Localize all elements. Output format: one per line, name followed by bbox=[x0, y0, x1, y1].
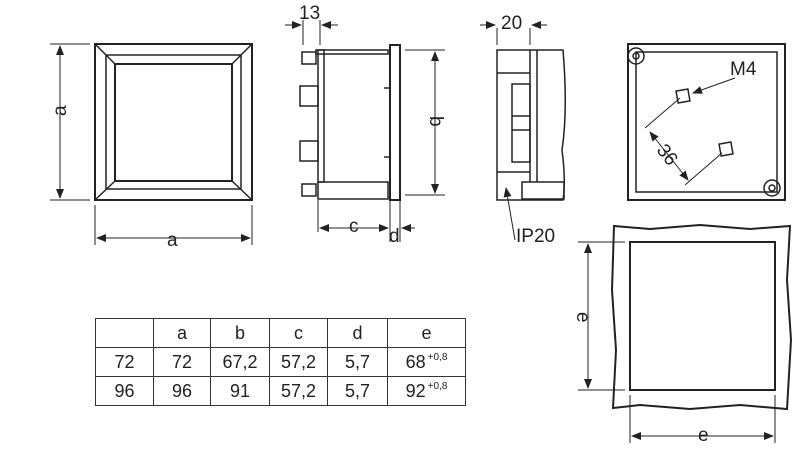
cell-e: 68+0,8 bbox=[387, 347, 466, 377]
dim-c-label: c bbox=[349, 216, 359, 237]
cell-size: 96 bbox=[95, 376, 154, 406]
dimensions-table: a b c d e 72 72 67,2 57,2 5,7 68+0,8 96 … bbox=[95, 318, 466, 406]
ip-rating-label: IP20 bbox=[516, 226, 555, 247]
m4-label: M4 bbox=[730, 59, 757, 80]
cover-view bbox=[480, 21, 567, 241]
dim-b-label: b bbox=[425, 116, 446, 127]
cell-a: 72 bbox=[153, 347, 211, 377]
table-row: 96 96 91 57,2 5,7 92+0,8 bbox=[95, 376, 466, 406]
side-view bbox=[285, 20, 445, 242]
dim-e-horizontal-label: e bbox=[698, 425, 709, 446]
header-cell: d bbox=[327, 318, 388, 348]
panel-cutout bbox=[578, 223, 793, 443]
header-cell: b bbox=[210, 318, 270, 348]
cell-d: 5,7 bbox=[327, 376, 388, 406]
dim-a-vertical-label: a bbox=[50, 105, 71, 116]
cell-c: 57,2 bbox=[269, 347, 328, 377]
dim-13-label: 13 bbox=[299, 3, 320, 24]
cell-a: 96 bbox=[153, 376, 211, 406]
back-view bbox=[627, 43, 786, 201]
dim-a-horizontal-label: a bbox=[167, 230, 178, 251]
table-row: 72 72 67,2 57,2 5,7 68+0,8 bbox=[95, 347, 466, 377]
dim-e-vertical-label: e bbox=[572, 312, 593, 323]
cell-e: 92+0,8 bbox=[387, 376, 466, 406]
e-tolerance: +0,8 bbox=[427, 351, 448, 363]
e-value: 68 bbox=[405, 351, 426, 372]
front-view bbox=[50, 43, 253, 245]
header-cell: e bbox=[387, 318, 466, 348]
cell-size: 72 bbox=[95, 347, 154, 377]
table-header-row: a b c d e bbox=[95, 318, 466, 348]
e-tolerance: +0,8 bbox=[427, 380, 448, 392]
header-cell: a bbox=[153, 318, 211, 348]
dim-20-label: 20 bbox=[501, 13, 522, 34]
cell-b: 67,2 bbox=[210, 347, 270, 377]
dim-d-label: d bbox=[389, 226, 400, 247]
cell-c: 57,2 bbox=[269, 376, 328, 406]
e-value: 92 bbox=[405, 380, 426, 401]
header-cell bbox=[95, 318, 154, 348]
cell-d: 5,7 bbox=[327, 347, 388, 377]
cell-b: 91 bbox=[210, 376, 270, 406]
header-cell: c bbox=[269, 318, 328, 348]
